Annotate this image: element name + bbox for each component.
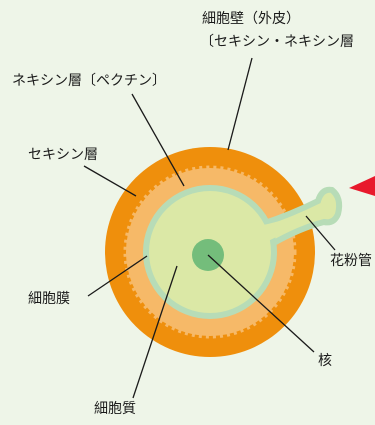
cell-membrane-label: 細胞膜 [28, 291, 70, 307]
pollen-tube-label: 花粉管 [330, 253, 372, 269]
cytoplasm-label: 細胞質 [94, 401, 136, 417]
tube-junction [258, 214, 306, 244]
nexine-label: ネキシン層〔ペクチン〕 [12, 73, 166, 89]
leader-nucleus [207, 254, 315, 353]
leader-lines [83, 57, 336, 399]
leader-nexine [131, 93, 185, 187]
cell-wall-sublabel: 〔セキシン・ネキシン層 [200, 34, 354, 50]
sexine-label: セキシン層 [28, 147, 98, 163]
leader-tube [305, 215, 336, 251]
leader-membrane [87, 255, 148, 297]
cell-wall-label: 細胞壁（外皮） [202, 11, 300, 27]
leader-cytoplasm [132, 265, 178, 399]
nucleus-label: 核 [318, 353, 332, 369]
leader-wall [227, 57, 253, 151]
red-arrow-shape [349, 176, 375, 196]
leader-sexine [83, 165, 137, 197]
